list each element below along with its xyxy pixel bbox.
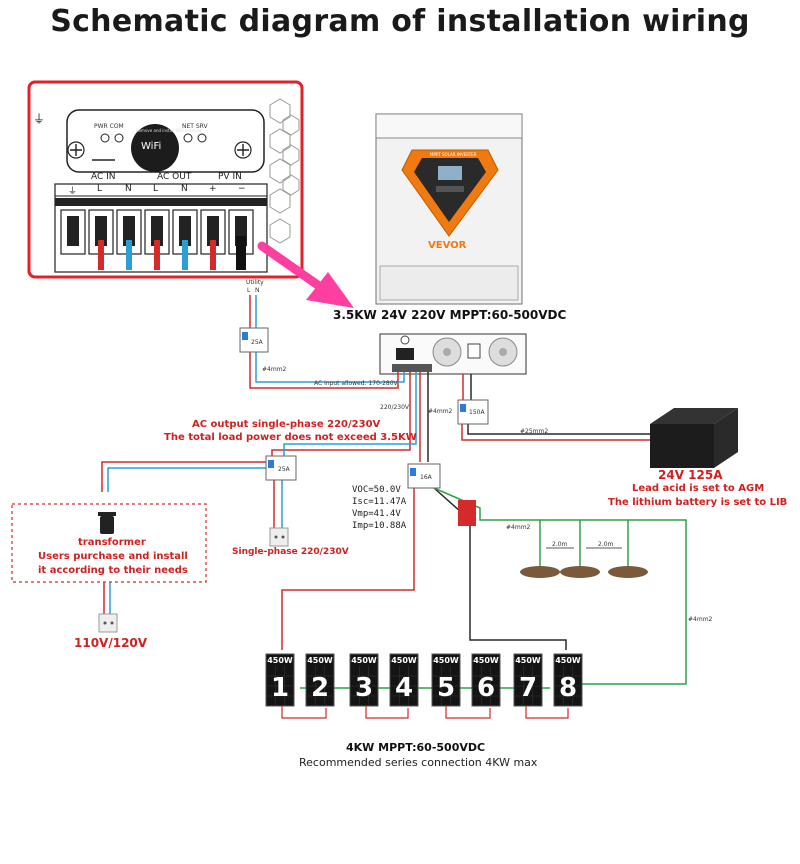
pv-wire-label: #4mm2 [428, 408, 453, 415]
ac-in-label: AC IN [91, 172, 116, 182]
panel-watt-label: 450W [473, 656, 499, 665]
panel-watt-label: 450W [433, 656, 459, 665]
battery-wire-label: #25mm2 [520, 428, 549, 435]
terminal-detail-panel [27, 80, 304, 279]
pv-imp: Imp=10.88A [352, 521, 407, 531]
ground-spacing-2: 2.0m [598, 541, 614, 548]
panel-number-label: 5 [437, 673, 455, 703]
panel-number-label: 7 [519, 673, 537, 703]
ground-wire-label: #4mm2 [506, 524, 531, 531]
battery-icon [650, 408, 738, 468]
footer-line1: 4KW MPPT:60-500VDC [346, 741, 486, 754]
ground-symbol-icon: ⏚ [33, 112, 46, 126]
ground-spacing-1: 2.0m [552, 541, 568, 548]
transformer-icon [98, 512, 116, 534]
ac-allowed-label: AC input allowed: 170-280V [314, 380, 398, 387]
solar-panel-8: 450W 8 [553, 653, 583, 707]
battery-title: 24V 125A [658, 468, 723, 482]
panel-watt-label: 450W [555, 656, 581, 665]
footer-line2: Recommended series connection 4KW max [299, 756, 538, 769]
panel-watt-label: 450W [351, 656, 377, 665]
ground-long-wire-label: #4mm2 [688, 616, 713, 623]
panel-number-label: 6 [477, 673, 495, 703]
breakers [239, 327, 489, 489]
inverter-bottom-view [379, 333, 527, 375]
solar-panel-4: 450W 4 [389, 653, 419, 707]
transformer-line1: Users purchase and install [38, 551, 188, 562]
battery-line2: The lithium battery is set to LIB [608, 497, 788, 508]
ac-out-label: AC OUT [157, 172, 192, 182]
battery-breaker-label: 150A [469, 409, 485, 416]
solar-panel-1: 450W 1 [265, 653, 295, 707]
terminal-ground-icon: ⏚ [68, 187, 78, 197]
terminal-n1: N [125, 184, 132, 194]
ground-rods [520, 547, 648, 578]
pv-fuse-block [458, 500, 476, 526]
terminal-negative: − [238, 184, 246, 194]
pv-voc: VOC=50.0V [352, 485, 401, 495]
pv-breaker-label: 16A [420, 474, 432, 481]
utility-wire-label: #4mm2 [262, 366, 287, 373]
single-phase-label: Single-phase 220/230V [232, 547, 349, 557]
utility-label: Utility [246, 279, 264, 286]
panel-number-label: 3 [355, 673, 373, 703]
output-voltage-label: 220/230V [380, 404, 410, 411]
terminal-l2: L [153, 184, 159, 194]
solar-panel-7: 450W 7 [513, 653, 543, 707]
pv-in-label: PV IN [218, 172, 242, 182]
page-title: Schematic diagram of installation wiring [50, 4, 750, 39]
socket-220 [269, 527, 289, 547]
pv-isc: Isc=11.47A [352, 497, 407, 507]
pointer-arrow [257, 241, 354, 308]
ac-output-line2: The total load power does not exceed 3.5… [164, 432, 417, 443]
wifi-icon: WiFi [141, 141, 162, 152]
wifi-antenna-label: Remove and install WiFi antenna [136, 128, 202, 133]
pwr-com-label: PWR COM [94, 123, 124, 130]
inverter-unit [375, 113, 523, 305]
inverter-screen-label: MPPT SOLAR INVERTER [430, 152, 477, 157]
solar-panel-6: 450W 6 [471, 653, 501, 707]
inverter-brand: VEVOR [428, 240, 467, 251]
socket-110-label: 110V/120V [74, 636, 148, 650]
utility-l: L [247, 287, 251, 294]
solar-panels: 450W 1 450W 2 450W 3 450W 4 450W 5 450W 6 450W 7 450W 8 [265, 653, 583, 707]
transformer-line2: it according to their needs [38, 565, 188, 576]
panel-number-label: 2 [311, 673, 329, 703]
panel-connectors [281, 706, 569, 719]
pv-vmp: Vmp=41.4V [352, 509, 401, 519]
solar-panel-3: 450W 3 [349, 653, 379, 707]
output-breaker-label: 25A [278, 466, 290, 473]
terminal-n2: N [181, 184, 188, 194]
utility-n: N [255, 287, 260, 294]
panel-watt-label: 450W [515, 656, 541, 665]
utility-breaker-label: 25A [251, 339, 263, 346]
panel-watt-label: 450W [391, 656, 417, 665]
panel-number-label: 8 [559, 673, 577, 703]
socket-110 [98, 613, 118, 633]
terminal-l1: L [97, 184, 103, 194]
ac-output-line1: AC output single-phase 220/230V [192, 419, 381, 430]
transformer-title: transformer [78, 537, 146, 548]
transformer-box [11, 503, 207, 583]
panel-watt-label: 450W [267, 656, 293, 665]
terminal-positive: + [209, 184, 217, 194]
inverter-model: 3.5KW 24V 220V MPPT:60-500VDC [333, 308, 567, 322]
solar-panel-2: 450W 2 [305, 653, 335, 707]
battery-line1: Lead acid is set to AGM [632, 483, 765, 494]
solar-panel-5: 450W 5 [431, 653, 461, 707]
net-srv-label: NET SRV [182, 123, 208, 130]
panel-watt-label: 450W [307, 656, 333, 665]
panel-number-label: 1 [271, 673, 289, 703]
panel-number-label: 4 [395, 673, 413, 703]
